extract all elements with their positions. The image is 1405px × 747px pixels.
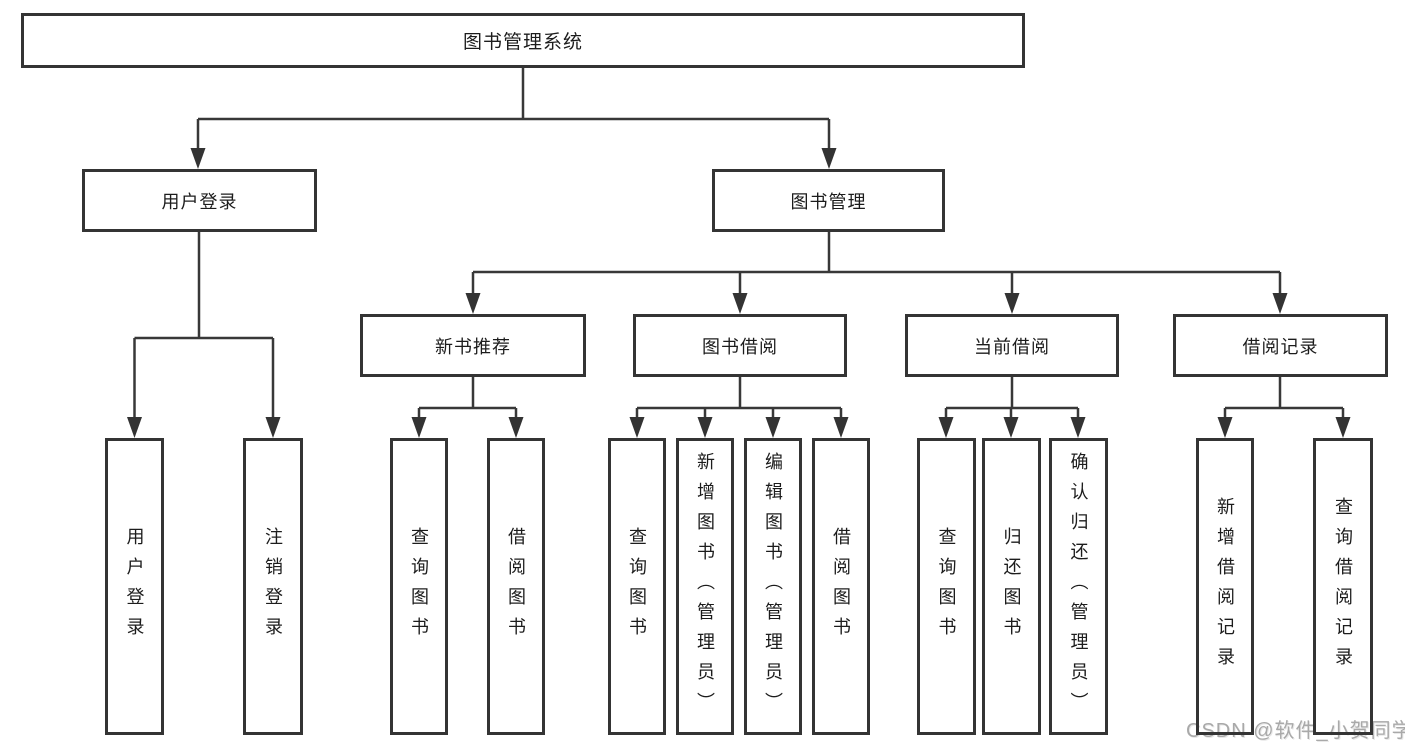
node-borrow-records: 借阅记录 [1173, 314, 1388, 377]
leaf-label: 借阅图书 [831, 526, 851, 647]
node-label: 借阅记录 [1242, 336, 1319, 357]
leaf-label: 借阅图书 [506, 526, 526, 647]
arrowhead [821, 148, 837, 169]
node-label: 新书推荐 [435, 336, 511, 357]
arrowhead [465, 293, 481, 314]
node-label: 图书管理 [790, 191, 867, 212]
connector-book-management [471, 232, 1282, 297]
arrowhead [732, 293, 748, 314]
connector-borrow-records [1223, 377, 1345, 421]
leaf-query-books-current: 查询图书 [917, 438, 976, 735]
node-book-management: 图书管理 [712, 169, 945, 232]
node-label: 图书管理系统 [462, 32, 583, 53]
connector-book-borrow [635, 377, 843, 421]
leaf-query-books-borrow: 查询图书 [608, 438, 666, 735]
connector-new-book-recommend [417, 377, 518, 421]
arrowhead [265, 417, 281, 438]
leaf-add-books-admin: 新增图书（管理员） [676, 438, 734, 735]
leaf-user-login: 用户登录 [105, 438, 164, 735]
arrowhead [629, 417, 645, 438]
node-new-book-recommend: 新书推荐 [360, 314, 586, 377]
node-book-borrow: 图书借阅 [633, 314, 847, 377]
leaf-label: 查询图书 [409, 526, 429, 647]
arrowhead [411, 417, 427, 438]
leaf-label: 查询图书 [936, 526, 957, 647]
node-library-management-system: 图书管理系统 [21, 13, 1025, 68]
leaf-label: 用户登录 [124, 526, 145, 647]
arrowhead [938, 417, 954, 438]
connector-user-login [133, 230, 275, 421]
node-label: 当前借阅 [974, 336, 1050, 357]
leaf-add-borrow-record: 新增借阅记录 [1196, 438, 1254, 735]
connector-root [196, 68, 831, 152]
node-label: 用户登录 [161, 191, 238, 212]
arrowhead [1070, 417, 1086, 438]
node-current-borrow: 当前借阅 [905, 314, 1119, 377]
connector-current-borrow [944, 377, 1080, 421]
leaf-confirm-return-admin: 确认归还（管理员） [1049, 438, 1108, 735]
leaf-label: 注销登录 [263, 526, 283, 647]
arrowhead [508, 417, 524, 438]
node-label: 图书借阅 [702, 336, 778, 357]
leaf-label: 新增图书（管理员） [695, 451, 715, 722]
leaf-borrow-books: 借阅图书 [812, 438, 870, 735]
leaf-return-books: 归还图书 [982, 438, 1041, 735]
leaf-label: 归还图书 [1001, 526, 1022, 647]
leaf-label: 编辑图书（管理员） [763, 451, 783, 722]
node-user-login: 用户登录 [82, 169, 317, 232]
arrowhead [190, 148, 206, 169]
leaf-query-books-recommend: 查询图书 [390, 438, 448, 735]
arrowhead [1004, 293, 1020, 314]
csdn-watermark: CSDN @软件_小贺同学 [1186, 720, 1405, 742]
arrowhead [765, 417, 781, 438]
leaf-edit-books-admin: 编辑图书（管理员） [744, 438, 802, 735]
arrowhead [127, 417, 142, 438]
leaf-label: 查询借阅记录 [1333, 496, 1353, 677]
arrowhead [1335, 417, 1351, 438]
leaf-label: 查询图书 [627, 526, 647, 647]
leaf-label: 确认归还（管理员） [1068, 451, 1089, 722]
arrowhead [1217, 417, 1233, 438]
arrowhead [1272, 293, 1288, 314]
arrowhead [1003, 417, 1019, 438]
arrowhead [833, 417, 849, 438]
leaf-borrow-books-recommend: 借阅图书 [487, 438, 545, 735]
leaf-label: 新增借阅记录 [1215, 496, 1235, 677]
arrowhead [697, 417, 713, 438]
leaf-query-borrow-record: 查询借阅记录 [1313, 438, 1373, 735]
leaf-logout: 注销登录 [243, 438, 303, 735]
